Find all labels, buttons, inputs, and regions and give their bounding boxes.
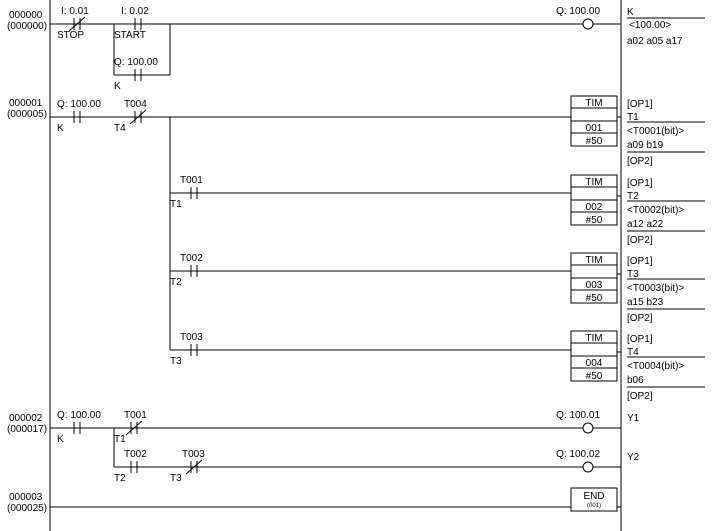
end-label: END	[583, 491, 604, 502]
timer-3-name: T3	[627, 269, 639, 280]
k-contact-rung2-label: K	[57, 434, 64, 445]
t4-contact[interactable]	[129, 109, 147, 125]
t1-contact-address: T001	[180, 175, 203, 186]
timer-4-op2: [OP2]	[627, 391, 653, 402]
t2-contact[interactable]	[190, 265, 198, 277]
timer-block-1[interactable]	[570, 95, 618, 147]
coil-k-name: K	[627, 7, 634, 18]
timer-3-op1: [OP1]	[627, 256, 653, 267]
timer-3-number: 003	[586, 280, 603, 291]
t3-nc-contact[interactable]	[185, 459, 203, 475]
t1-nc-contact-label: T1	[114, 434, 126, 445]
coil-k-cross-references: a02 a05 a17	[627, 36, 683, 47]
hold-contact-k-label: K	[114, 81, 121, 92]
timer-block-2[interactable]	[570, 174, 618, 226]
rung-0-step-number: 000000	[9, 10, 43, 21]
t3-nc-contact-address: T003	[182, 449, 205, 460]
rung-2-program-address: (000017)	[7, 424, 47, 435]
output-coil-k-address: Q: 100.00	[556, 6, 600, 17]
stop-contact-label: STOP	[57, 30, 84, 41]
output-coil-y1[interactable]	[582, 422, 594, 434]
output-coil-y2-address: Q: 100.02	[556, 449, 600, 460]
t2-contact-label: T2	[170, 277, 182, 288]
timer-4-cross-references: b06	[627, 375, 644, 386]
rung-3-program-address: (000025)	[7, 503, 47, 514]
timer-1-bit: <T0001(bit)>	[627, 126, 684, 137]
rung-0-program-address: (000000)	[7, 21, 47, 32]
timer-1-cross-references: a09 b19	[627, 140, 664, 151]
timer-2-cross-references: a12 a22	[627, 219, 664, 230]
timer-4-op1: [OP1]	[627, 334, 653, 345]
timer-1-title: TIM	[585, 98, 602, 109]
timer-3-title: TIM	[585, 255, 602, 266]
stop-contact[interactable]	[68, 16, 86, 32]
timer-4-preset: #50	[586, 371, 603, 382]
rung-3-step-number: 000003	[9, 492, 43, 503]
timer-2-title: TIM	[585, 177, 602, 188]
end-function-code: (001)	[587, 503, 601, 509]
t1-nc-contact-address: T001	[124, 410, 147, 421]
t1-contact-label: T1	[170, 199, 182, 210]
timer-2-op2: [OP2]	[627, 235, 653, 246]
timer-2-preset: #50	[586, 215, 603, 226]
timer-3-preset: #50	[586, 293, 603, 304]
t2-contact-address: T002	[124, 449, 147, 460]
timer-block-4[interactable]	[570, 330, 618, 382]
timer-3-cross-references: a15 b23	[627, 297, 664, 308]
start-contact-label: START	[114, 30, 146, 41]
t4-contact-label: T4	[114, 123, 126, 134]
t1-nc-contact[interactable]	[125, 420, 143, 436]
t3-contact-address: T003	[180, 332, 203, 343]
k-contact-rung1-address: Q: 100.00	[57, 99, 101, 110]
timer-1-number: 001	[586, 123, 603, 134]
t2-contact[interactable]	[130, 461, 138, 473]
coil-y1-name: Y1	[627, 413, 640, 424]
t1-contact[interactable]	[190, 187, 198, 199]
hold-contact-k-address: Q: 100.00	[114, 57, 158, 68]
rung-2-step-number: 000002	[9, 413, 43, 424]
timer-2-bit: <T0002(bit)>	[627, 205, 684, 216]
k-contact-rung1-label: K	[57, 123, 64, 134]
timer-1-preset: #50	[586, 136, 603, 147]
timer-1-name: T1	[627, 112, 639, 123]
coil-y2-name: Y2	[627, 452, 640, 463]
timer-4-title: TIM	[585, 333, 602, 344]
k-contact-rung2[interactable]	[73, 422, 81, 434]
t3-nc-contact-label: T3	[170, 473, 182, 484]
start-contact-address: I: 0.02	[121, 6, 149, 17]
timer-block-3[interactable]	[570, 252, 618, 304]
timer-1-op2: [OP2]	[627, 156, 653, 167]
timer-2-op1: [OP1]	[627, 178, 653, 189]
timer-4-number: 004	[586, 358, 603, 369]
timer-3-bit: <T0003(bit)>	[627, 283, 684, 294]
timer-2-name: T2	[627, 191, 639, 202]
k-contact-rung1[interactable]	[73, 111, 81, 123]
end-instruction[interactable]	[570, 487, 618, 512]
k-contact-rung2-address: Q: 100.00	[57, 410, 101, 421]
timer-1-op1: [OP1]	[627, 99, 653, 110]
timer-2-number: 002	[586, 202, 603, 213]
start-contact[interactable]	[134, 18, 142, 30]
output-coil-y2[interactable]	[582, 461, 594, 473]
rung-1-program-address: (000005)	[7, 109, 47, 120]
output-coil-y1-address: Q: 100.01	[556, 410, 600, 421]
timer-4-bit: <T0004(bit)>	[627, 361, 684, 372]
hold-contact-k[interactable]	[134, 69, 142, 81]
t4-contact-address: T004	[124, 99, 147, 110]
t2-contact-label: T2	[114, 473, 126, 484]
output-coil-k[interactable]	[582, 18, 594, 30]
t3-contact[interactable]	[190, 344, 198, 356]
timer-4-name: T4	[627, 347, 639, 358]
t3-contact-label: T3	[170, 356, 182, 367]
coil-k-address-comment: <100.00>	[629, 20, 671, 31]
rung-1-step-number: 000001	[9, 98, 43, 109]
t2-contact-address: T002	[180, 253, 203, 264]
stop-contact-address: I: 0.01	[61, 6, 89, 17]
timer-3-op2: [OP2]	[627, 313, 653, 324]
